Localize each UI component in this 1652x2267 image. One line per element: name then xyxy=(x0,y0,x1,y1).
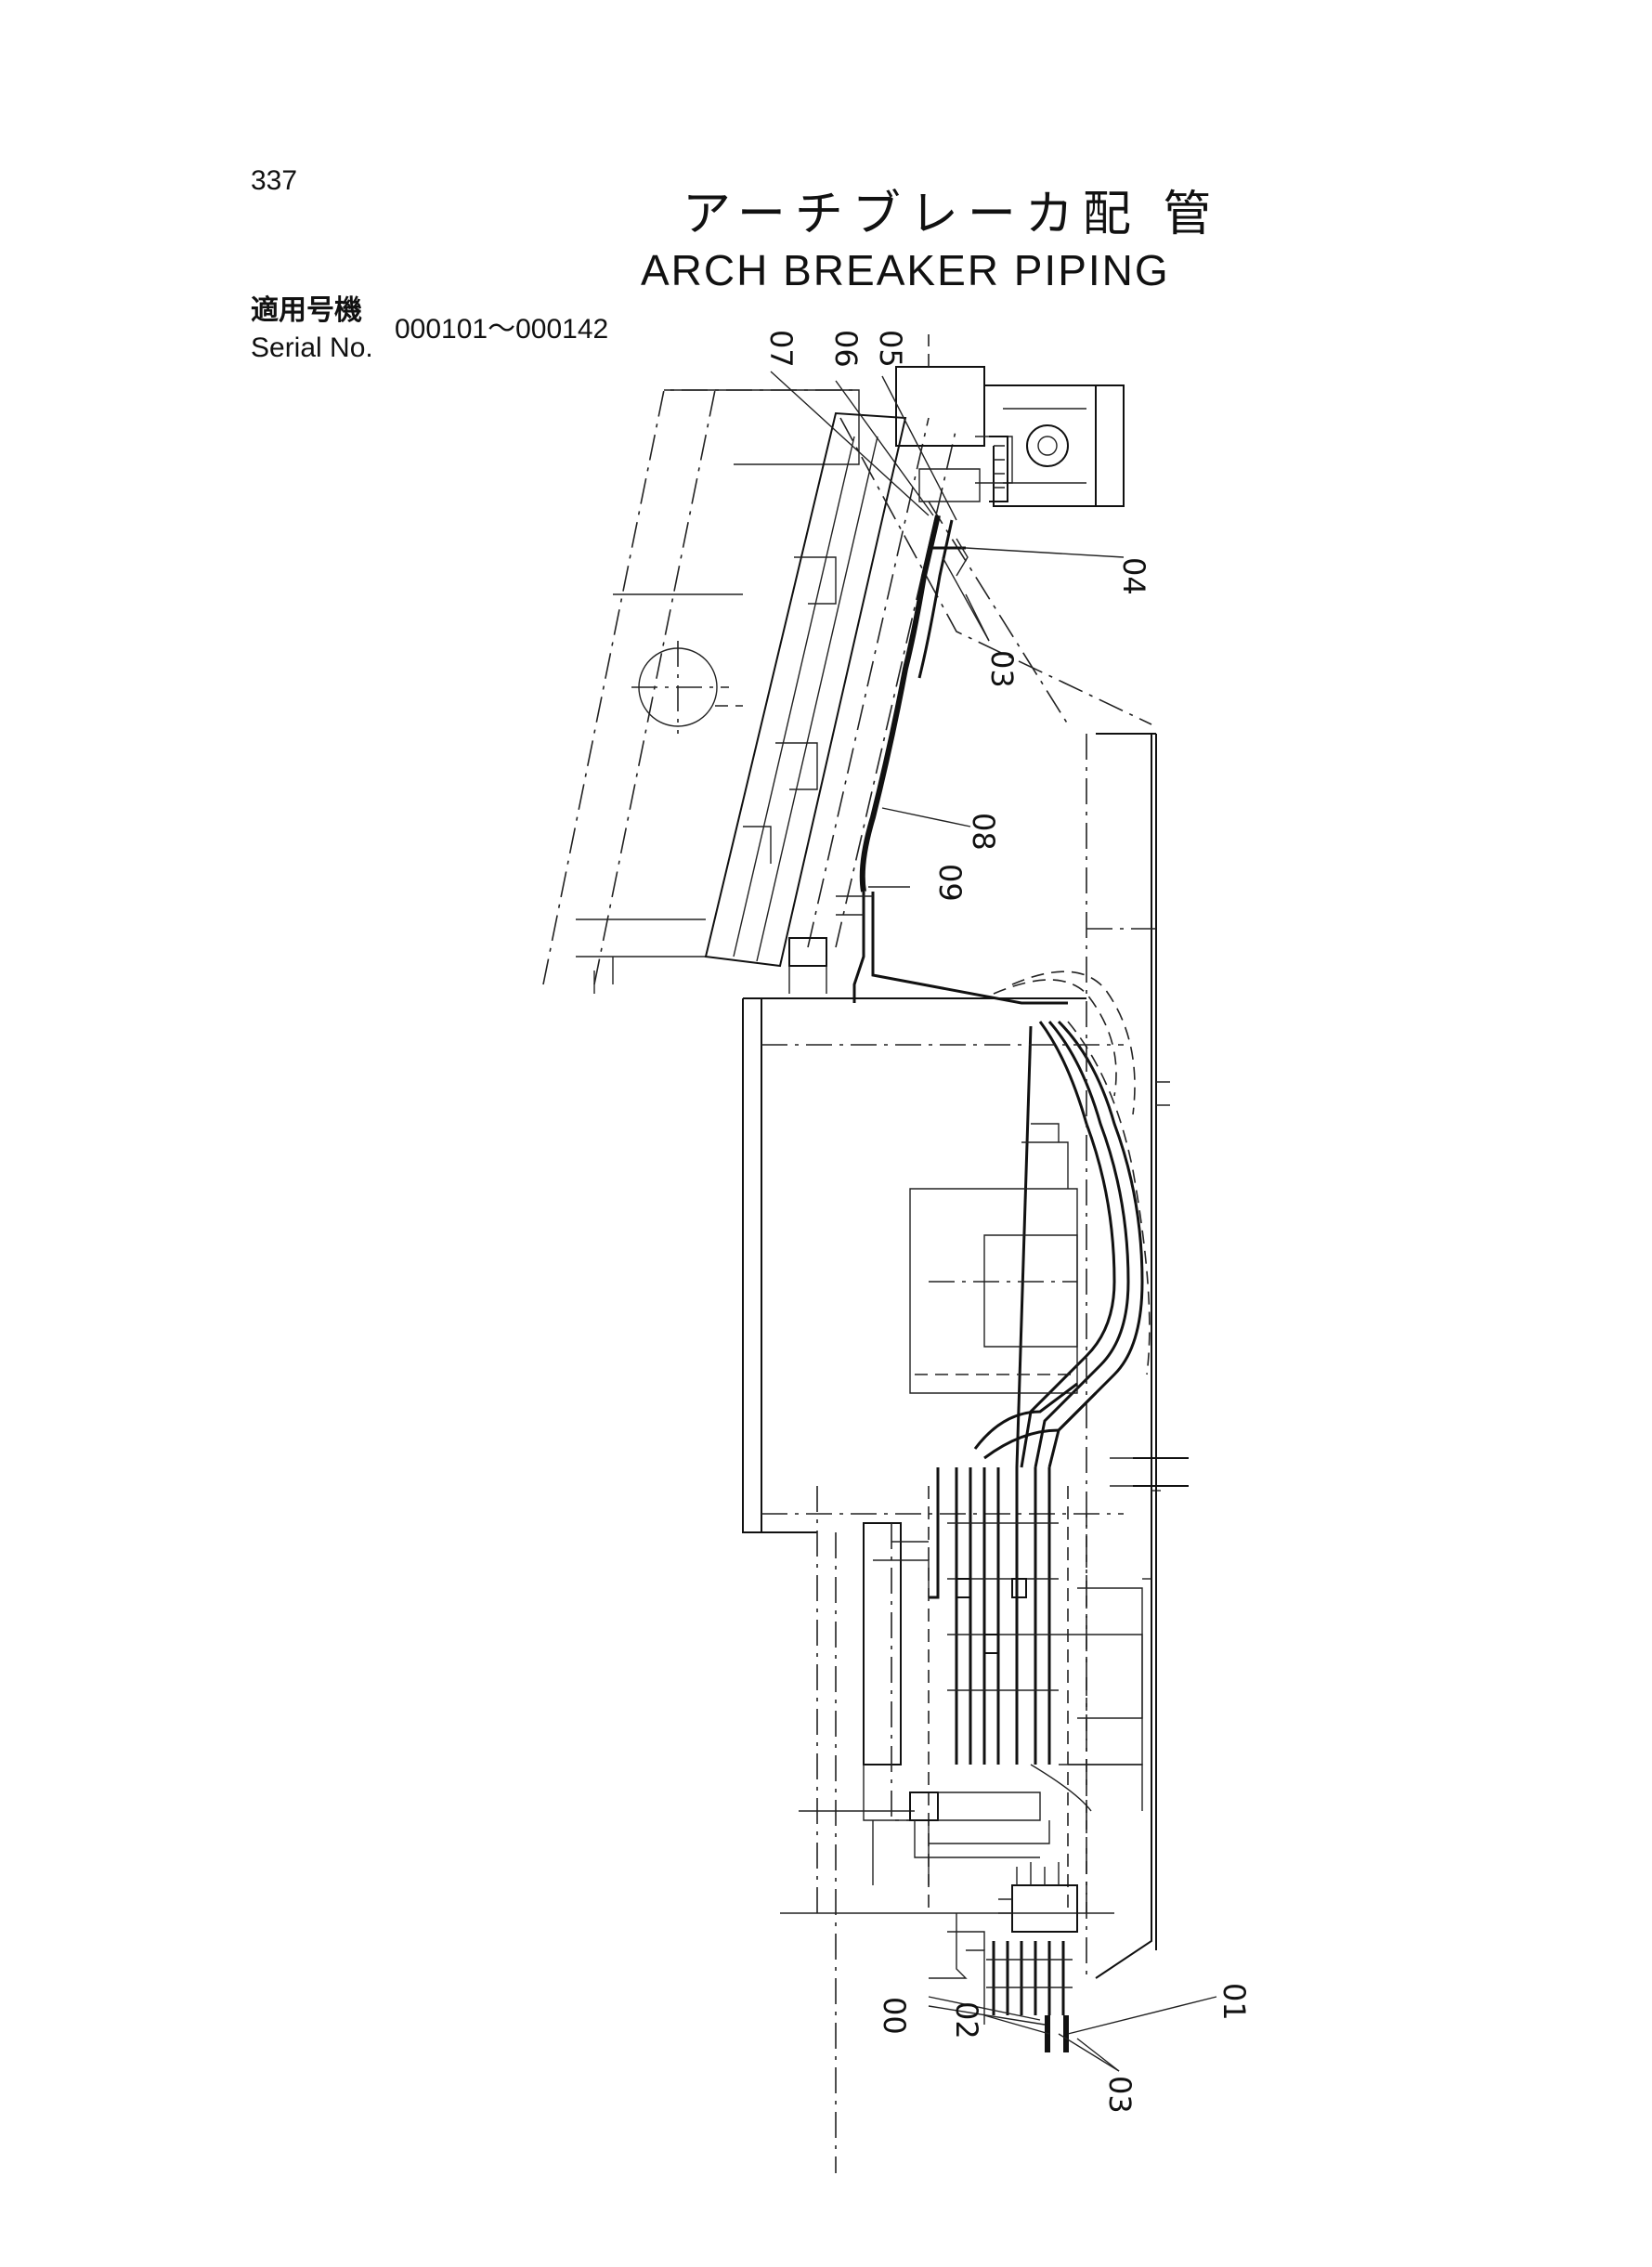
lower-frame xyxy=(742,733,1189,1979)
title-japanese: アーチブレーカ配 管 xyxy=(683,188,1221,241)
serial-label-japanese: 適用号機 xyxy=(251,295,362,326)
callout-01: 01 xyxy=(1216,1983,1252,2021)
callout-08: 08 xyxy=(966,813,1001,851)
callout-labels: 07 06 05 04 03 08 09 01 00 02 03 xyxy=(763,330,1252,2114)
callout-02: 02 xyxy=(949,2001,984,2039)
boom-section xyxy=(704,411,1152,968)
serial-range: 000101～000142 xyxy=(395,314,609,345)
frame-outline xyxy=(542,389,860,994)
callout-03-lower: 03 xyxy=(1102,2076,1138,2114)
main-hose-run xyxy=(993,971,1151,1468)
right-structure xyxy=(1086,733,1170,1950)
serial-label-english: Serial No. xyxy=(251,332,373,363)
lower-left-structure xyxy=(780,1486,1114,2173)
title-english: ARCH BREAKER PIPING xyxy=(641,246,1170,294)
callout-09: 09 xyxy=(932,864,968,902)
boom-hoses xyxy=(788,515,1068,1005)
callout-07: 07 xyxy=(763,330,799,368)
pipe-bundle xyxy=(928,1382,1143,1913)
callout-00: 00 xyxy=(877,1997,912,2035)
callout-05: 05 xyxy=(873,330,908,368)
top-mechanism xyxy=(895,334,1125,507)
callout-03-upper: 03 xyxy=(984,650,1020,688)
leader-lines xyxy=(770,371,1217,2072)
callout-04: 04 xyxy=(1116,557,1151,595)
callout-06: 06 xyxy=(828,330,864,368)
page-number: 337 xyxy=(251,165,298,196)
